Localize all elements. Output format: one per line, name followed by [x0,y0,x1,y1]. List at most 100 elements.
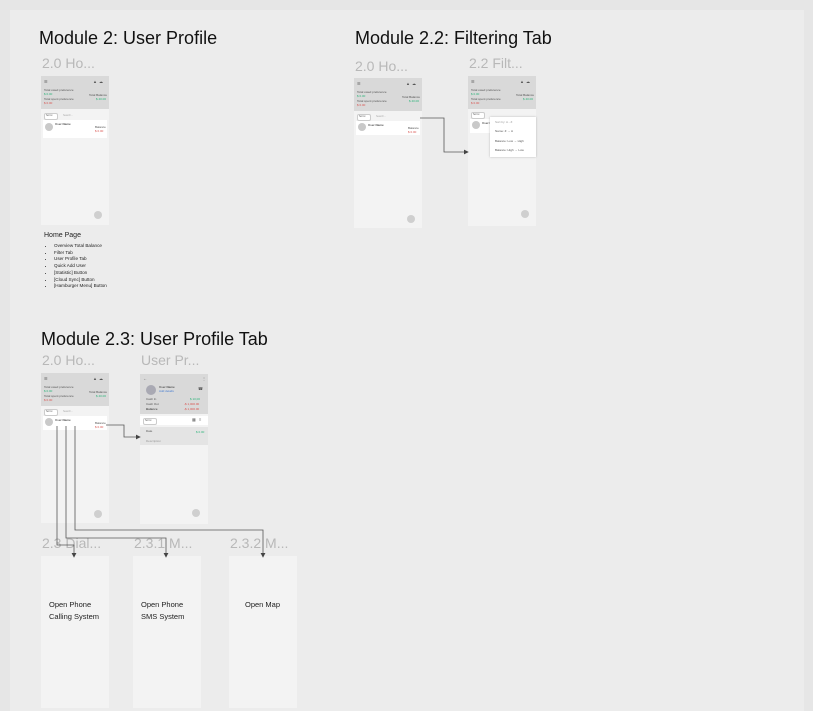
avatar [45,123,53,131]
mock-text: $ 10,00 [190,397,201,401]
user-card[interactable] [43,416,107,430]
add-user-button[interactable] [94,510,102,518]
statistic-icon[interactable]: ▲ [520,79,524,84]
frame-sms[interactable] [133,556,201,708]
calendar-icon[interactable]: ▦ [192,417,196,422]
cloud-sync-icon[interactable]: ☁ [99,376,103,381]
mock-text: Total spent preference [471,97,501,101]
hamburger-icon[interactable]: ☰ [44,79,48,84]
dropdown-item[interactable]: Balance: Low → High [495,139,524,143]
mock-text: Sort ▾ [46,114,53,117]
list-item: [Cloud Sync] Button [54,277,107,284]
mock-text: $ 40.00 [96,97,107,101]
mock-text: Total spent preference [44,97,74,101]
mock-text: -$ 1,000.00 [184,407,200,411]
sort-tab[interactable] [357,114,371,121]
phone-icon[interactable]: ☎ [198,386,203,391]
frame-user-profile[interactable]: ← ⋮ User Name Add details ☎ Cash In $ 10… [140,374,208,524]
list-item: Filter Tab [54,250,107,257]
mock-text: Balance [95,421,106,425]
frame-phone-calling[interactable] [41,556,109,708]
frame-label-home-c[interactable]: 2.0 Ho... [42,352,95,368]
connector-sms [65,426,169,558]
frame-label-map[interactable]: 2.3.2 M... [230,535,289,551]
heading-module-2-2: Module 2.2: Filtering Tab [355,28,552,48]
frame-home-module-2-2[interactable]: ☰ ☁ ▲ Total owed preference $ 0.00 Total… [354,78,422,228]
back-icon[interactable]: ← [143,376,147,381]
mock-text: $ 0.00 [471,101,480,105]
mock-text: User Name [482,121,498,125]
mock-text: User Name [55,122,71,126]
filter-dropdown[interactable]: Sort by: A - Z Name: Z → A Balance: Low … [490,117,536,157]
heading-module-2: Module 2: User Profile [39,28,218,48]
avatar [472,121,480,129]
dropdown-item[interactable]: Sort by: A - Z [495,120,513,124]
mock-text: $ 0.00 [95,425,104,429]
mock-text: $ 0.00 [95,129,104,133]
connector-map [74,426,266,558]
hamburger-icon[interactable]: ☰ [471,79,475,84]
cloud-sync-icon[interactable]: ☁ [526,79,530,84]
sort-tab[interactable] [44,409,58,416]
filter-icon[interactable]: ≡ [199,417,202,422]
cloud-sync-icon[interactable]: ☁ [412,81,416,86]
user-card[interactable] [43,120,107,138]
frame-map[interactable] [229,556,297,708]
mock-text: Balance [95,125,106,129]
sort-tab[interactable] [471,112,485,119]
home-page-notes: Home Page Overview Total Balance Filter … [44,232,107,290]
avatar [146,385,156,395]
mock-text: $ 40.00 [96,394,107,398]
frame-label-home-a[interactable]: 2.0 Ho... [42,55,95,71]
phone-calling-label: Open Phone Calling System [49,600,100,621]
mock-text: $ 0.00 [471,92,480,96]
mock-text: $ 0.00 [357,103,366,107]
cloud-sync-icon[interactable]: ☁ [99,79,103,84]
connector-call [56,426,77,558]
frame-label-sms[interactable]: 2.3.1 M... [134,535,193,551]
transaction-row[interactable] [140,427,208,445]
add-user-button[interactable] [407,215,415,223]
frame-header [468,76,536,109]
add-transaction-button[interactable] [192,509,200,517]
hamburger-icon[interactable]: ☰ [357,81,361,86]
hamburger-icon[interactable]: ☰ [44,376,48,381]
mock-text: Total owed preference [471,88,501,92]
frame-label-user-profile[interactable]: User Pr... [141,352,200,368]
sort-tab[interactable] [143,418,157,425]
mock-text: User Name [159,385,175,389]
statistic-icon[interactable]: ▲ [406,81,410,86]
frame-label-filter[interactable]: 2.2 Filt... [469,55,523,71]
dropdown-item[interactable]: Name: Z → A [495,129,514,133]
mock-text: -$ 1,000.00 [184,402,200,406]
connector-profile [106,424,141,440]
add-user-button[interactable] [94,211,102,219]
statistic-icon[interactable]: ▲ [93,376,97,381]
frame-label-home-b[interactable]: 2.0 Ho... [355,58,408,74]
sort-tab[interactable] [44,113,58,120]
mock-text: Sort ▾ [473,113,480,116]
mock-text: Description [146,439,162,443]
mock-text: $ 0.00 [44,398,53,402]
mock-text: $ 40.00 [409,99,420,103]
mock-text: Total Balance [89,93,108,97]
frame-header [41,373,109,406]
mock-text: Date [146,429,153,433]
user-card[interactable] [356,121,420,135]
add-user-button[interactable] [521,210,529,218]
dropdown-item[interactable]: Balance: High → Low [495,148,524,152]
frame-header [354,78,422,111]
mock-text: Sort ▾ [359,115,366,118]
mock-text: $ 0.00 [357,94,366,98]
mock-text: $ 0.00 [44,92,53,96]
sms-label: Open Phone SMS System [141,600,185,621]
mock-text: Total spent preference [44,394,74,398]
frame-home-module-2[interactable]: ☰ ☁ ▲ Total owed preference $ 0.00 Total… [41,76,109,225]
avatar [45,418,53,426]
more-icon[interactable]: ⋮ [202,376,206,381]
mock-text: $ 40.00 [523,97,534,101]
statistic-icon[interactable]: ▲ [93,79,97,84]
frame-filtering-tab[interactable]: ☰ ☁ ▲ Total owed preference $ 0.00 Total… [468,76,536,226]
frame-header [41,76,109,109]
